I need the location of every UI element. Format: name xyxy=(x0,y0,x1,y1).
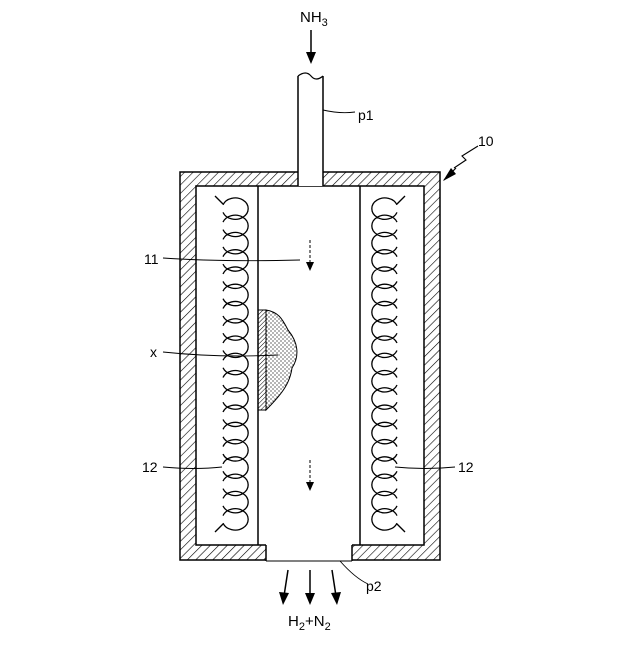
internal-flow-arrow-upper xyxy=(306,240,314,271)
outlet-pipe xyxy=(266,544,352,561)
pipe-in-label: p1 xyxy=(358,107,374,123)
furnace-housing xyxy=(180,172,440,560)
coil-lead-top xyxy=(215,196,223,204)
coil-lead-bottom xyxy=(215,524,223,532)
heater-coil-right xyxy=(372,196,405,532)
coil-lead-top xyxy=(397,196,405,204)
pipe-out-label: p2 xyxy=(366,578,382,594)
coil-winding xyxy=(223,198,248,530)
apparatus-label: 10 xyxy=(478,133,494,149)
coil-winding xyxy=(372,198,397,530)
outlet-gas-label: H2+N2 xyxy=(288,613,331,633)
internal-flow-arrow-lower xyxy=(306,460,314,491)
heater-coil-left xyxy=(215,196,248,532)
outlet-flow-arrows xyxy=(279,570,341,605)
inlet-flow-arrow xyxy=(306,30,316,64)
inlet-pipe xyxy=(298,73,323,186)
catalyst-deposit xyxy=(258,310,297,410)
heater-left-label: 12 xyxy=(142,459,158,475)
reactor-tube-label: 11 xyxy=(144,251,159,267)
coil-lead-bottom xyxy=(397,524,405,532)
heater-right-label: 12 xyxy=(458,459,474,475)
inlet-gas-label: NH3 xyxy=(300,9,328,29)
catalyst-label: x xyxy=(150,344,157,360)
